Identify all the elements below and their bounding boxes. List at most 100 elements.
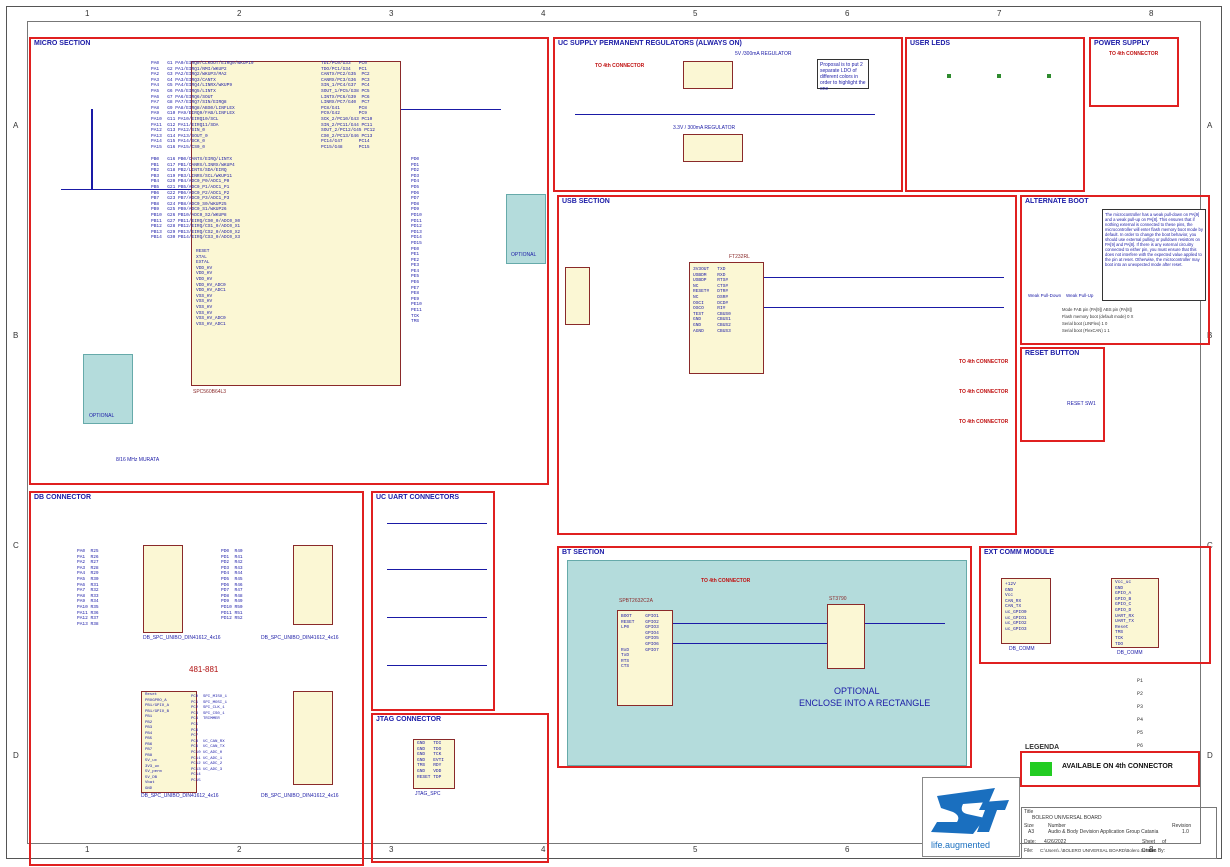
regulator-5v-ic (683, 61, 733, 89)
section-title: USB SECTION (562, 198, 610, 205)
ruler-top: 1 2 3 4 5 6 7 8 (27, 7, 1201, 22)
micro-pins-b: PB0 G16 PB0/CANTX/EIRQ/LINTX PB1 G17 PB1… (151, 157, 241, 241)
st-logo-icon (931, 788, 1009, 834)
schematic-sheet: 1 2 3 4 5 6 7 8 1 2 3 4 5 6 7 8 A B C D … (6, 6, 1222, 866)
ruler-row: D (13, 751, 19, 760)
sheet-value: of (1162, 839, 1167, 845)
wire (387, 665, 487, 666)
db-connector-label: DB_SPC_UNIBO_DIN41612_4x16 (261, 635, 339, 641)
reg-33v-label: 3.3V / 300mA REGULATOR (673, 125, 736, 131)
ext-comm-label: DB_COMM (1117, 650, 1143, 656)
to-4th-connector-label: TO 4th CONNECTOR (959, 419, 1009, 425)
led-icon (1047, 74, 1051, 78)
wire (865, 623, 945, 624)
legend-swatch (1030, 762, 1052, 776)
section-title: EXT COMM MODULE (984, 549, 1054, 556)
usb-ic-pins: 3V3OUT TXD USBDM RXD USBDP RTS# NC CTS# … (693, 267, 731, 334)
to-4th-connector-label: TO 4th CONNECTOR (959, 389, 1009, 395)
ruler-col: 1 (85, 9, 90, 18)
db-connector-section: DB CONNECTOR PA0 R25 PA1 R26 PA2 R27 PA3… (29, 491, 364, 866)
ruler-col: 6 (845, 845, 850, 854)
size-label: Size (1024, 823, 1034, 829)
alt-boot-note: The microcontroller has a weak pull-down… (1102, 209, 1206, 301)
ruler-col: 3 (389, 9, 394, 18)
weak-pull-up-label: Weak Pull-Up (1066, 293, 1094, 298)
microcontroller-ic (191, 61, 401, 386)
wire (61, 189, 191, 190)
bt-section: BT SECTION BOOT GPIO1 RESET GPIO2 LP0 GP… (557, 546, 972, 768)
db-pins-3: Reset PROGPRO_A PB1/GPIO_A PB1/GPIO_B PB… (145, 693, 170, 791)
to-4th-connector-label: TO 4th CONNECTOR (959, 359, 1009, 365)
number-label: Number (1048, 823, 1066, 829)
wire (673, 623, 827, 624)
part-number: 481-881 (189, 665, 219, 674)
ruler-col: 1 (85, 845, 90, 854)
optional-label: OPTIONAL (89, 413, 115, 419)
ruler-left: A B C D (7, 21, 28, 844)
bt-ic-pins: BOOT GPIO1 RESET GPIO2 LP0 GPIO3 GPIO4 G… (621, 614, 659, 670)
wire (387, 569, 487, 570)
wire (91, 109, 93, 189)
file-value: C:\Users\..\BOLERO UNIVERSAL BOARD\Boler… (1040, 848, 1157, 853)
to-4th-connector-label: TO 4th CONNECTOR (595, 63, 645, 69)
legend-text: AVAILABLE ON 4th CONNECTOR (1062, 763, 1173, 770)
boot-table-row: Serial boot (LINFlex) 1 0 (1062, 321, 1108, 326)
ruler-col: 2 (237, 9, 242, 18)
title-block: Title BOLERO UNIVERSAL BOARD Size A3 Num… (1021, 807, 1217, 859)
ruler-right: A B C D (1200, 21, 1221, 844)
db-pins-2: PD0 R40 PD1 R41 PD2 R42 PD3 R43 PD4 R44 … (221, 549, 243, 622)
user-leds-section: USER LEDs (905, 37, 1085, 192)
db-pins-1: PA0 R25 PA1 R26 PA2 R27 PA3 R28 PA4 R29 … (77, 549, 99, 627)
to-4th-connector-label: TO 4th CONNECTOR (1109, 51, 1159, 57)
ext-comm-label: DB_COMM (1009, 646, 1035, 652)
wire (387, 617, 487, 618)
ruler-col: 8 (1149, 9, 1154, 18)
led-icon (947, 74, 951, 78)
section-title: DB CONNECTOR (34, 494, 92, 501)
db-connector-label: DB_SPC_UNIBO_DIN41612_4x16 (143, 635, 221, 641)
bt-enclose-label: ENCLOSE INTO A RECTANGLE (799, 698, 931, 708)
pin-label: P3 (1137, 704, 1144, 710)
title-label: Title (1024, 809, 1034, 815)
misc-pin-list: P1 P2 P3 P4 P5 P6 (1137, 675, 1143, 753)
micro-pins-c: TDI/PC0/G33 PC0 TDO/PC1/G34 PC1 CANTX/PC… (321, 61, 376, 150)
logo-tagline: life.augmented (931, 840, 991, 850)
uart-connectors-section: UC UART CONNECTORS (371, 491, 495, 711)
ext-comm-section: EXT COMM MODULE +12V GND Vcc CAN_RX CAN_… (979, 546, 1211, 664)
wire (764, 307, 1004, 308)
ext-comm-connector-b (1111, 578, 1159, 648)
xtal-note: 8/16 MHz MURATA (116, 457, 160, 463)
optional-trimmer-area (506, 194, 546, 264)
section-title: POWER SUPPLY (1094, 40, 1150, 47)
revision-label: Revision (1172, 823, 1192, 829)
section-title: USER LEDs (910, 40, 951, 47)
wire (575, 114, 875, 115)
ruler-col: 8 (1149, 845, 1154, 854)
section-title: JTAG CONNECTOR (376, 716, 442, 723)
ruler-col: 7 (997, 9, 1002, 18)
wire (401, 109, 501, 110)
boot-table-row: Flash memory boot (default mode) 0 X (1062, 314, 1134, 319)
file-label: File: (1024, 848, 1034, 854)
reset-switch-label: RESET SW1 (1067, 401, 1096, 407)
wire (387, 523, 487, 524)
usb-connector (565, 267, 590, 325)
pin-label: P5 (1137, 730, 1144, 736)
sheet-label: Sheet (1142, 839, 1156, 845)
db-connector-j2 (293, 545, 333, 625)
bt-mux-label: ST3790 (829, 596, 847, 602)
section-title: UC SUPPLY PERMANENT REGULATORS (ALWAYS O… (558, 40, 742, 47)
section-title: UC UART CONNECTORS (376, 494, 460, 501)
ruler-col: 3 (389, 845, 394, 854)
bt-mux-ic (827, 604, 865, 669)
date-value: 4/26/2022 (1044, 839, 1067, 845)
ruler-row: C (13, 541, 19, 550)
pin-label: P1 (1137, 678, 1144, 684)
usb-ic-label: FT232RL (729, 254, 750, 260)
db-connector-label: DB_SPC_UNIBO_DIN41612_4x16 (261, 793, 339, 799)
db-pins-4: PC0 SPI_MISO_1 PC1 SPI_MOSI_1 PC2 SPI_CL… (191, 695, 228, 783)
ruler-col: 4 (541, 845, 546, 854)
ext-pins-a: +12V GND Vcc CAN_RX CAN_TX uc_GPIO0 uc_G… (1005, 582, 1027, 632)
ruler-col: 5 (693, 9, 698, 18)
regulators-section: UC SUPPLY PERMANENT REGULATORS (ALWAYS O… (553, 37, 903, 192)
